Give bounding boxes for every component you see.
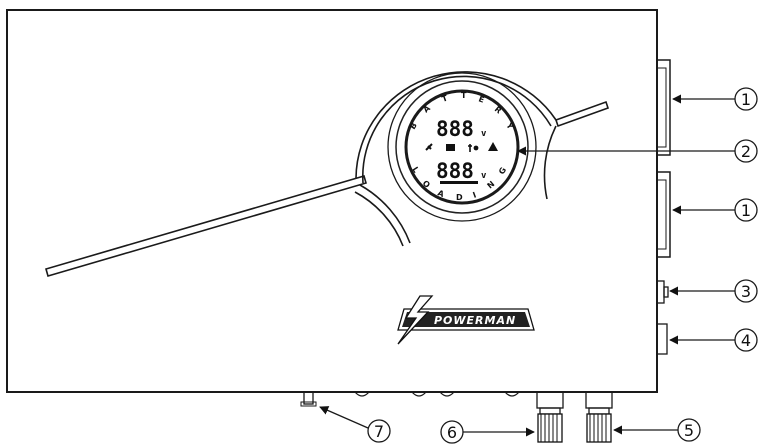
callout-1a: 1	[672, 87, 758, 111]
callout-label: 4	[741, 331, 751, 350]
lcd-display: B A T T E R Y L O A D I N G 888 v 888 v	[387, 72, 537, 222]
callout-1b: 1	[672, 198, 758, 222]
callout-7: 7	[319, 406, 391, 443]
ring-letter: G	[497, 166, 508, 176]
load-icon	[468, 144, 472, 152]
plug-icon	[425, 143, 433, 151]
ring-letter: D	[456, 193, 463, 202]
ring-letter: B	[408, 121, 419, 131]
callout-label: 6	[447, 423, 457, 442]
ring-letter: O	[421, 179, 432, 190]
ring-letter: R	[493, 105, 504, 116]
lcd-top-reading: 888	[436, 117, 474, 141]
lcd-ring-top-letters: B A T T E R Y	[408, 91, 515, 131]
brand-logo-text: POWERMAN	[434, 314, 516, 327]
ring-letter: E	[477, 94, 485, 104]
ring-letter: T	[461, 91, 467, 100]
output-socket-upper	[656, 59, 671, 156]
front-groove	[45, 100, 610, 277]
callout-2: 2	[517, 139, 758, 163]
ring-letter: T	[441, 93, 450, 104]
lcd-bar	[440, 181, 478, 184]
ring-letter: Y	[504, 120, 515, 131]
ring-letter: A	[422, 103, 433, 114]
output-socket-lower	[656, 171, 671, 258]
battery-icon	[446, 144, 455, 151]
battery-terminal-right	[585, 391, 613, 443]
ring-letter: N	[486, 179, 497, 190]
bottom-connectors	[300, 391, 520, 407]
lcd-status-icons	[425, 142, 498, 152]
side-switch	[656, 280, 669, 304]
callout-6: 6	[440, 420, 535, 444]
battery-terminal-left	[536, 391, 564, 443]
callout-label: 5	[684, 421, 694, 440]
warning-icon	[488, 142, 498, 151]
ring-letter: L	[410, 165, 420, 174]
display-bezel-arc	[355, 71, 557, 200]
device-housing	[6, 9, 658, 393]
callout-3: 3	[669, 279, 758, 303]
lcd-top-unit: v	[481, 129, 487, 139]
lcd-bottom-unit: v	[481, 171, 487, 181]
callout-5: 5	[613, 418, 701, 442]
ring-letter: I	[472, 190, 478, 199]
lcd-ring-bottom-letters: L O A D I N G	[410, 165, 508, 202]
lcd-bottom-reading: 888	[436, 159, 474, 183]
callout-4: 4	[669, 328, 758, 352]
load-dot-icon	[473, 145, 479, 151]
brand-logo: POWERMAN	[397, 295, 535, 345]
side-port	[656, 323, 668, 355]
callout-label: 1	[741, 201, 751, 220]
ring-letter: A	[436, 188, 446, 199]
callout-label: 3	[741, 282, 751, 301]
callout-label: 7	[374, 422, 384, 441]
callout-label: 1	[741, 90, 751, 109]
callout-label: 2	[741, 142, 751, 161]
lightning-icon	[397, 295, 434, 345]
